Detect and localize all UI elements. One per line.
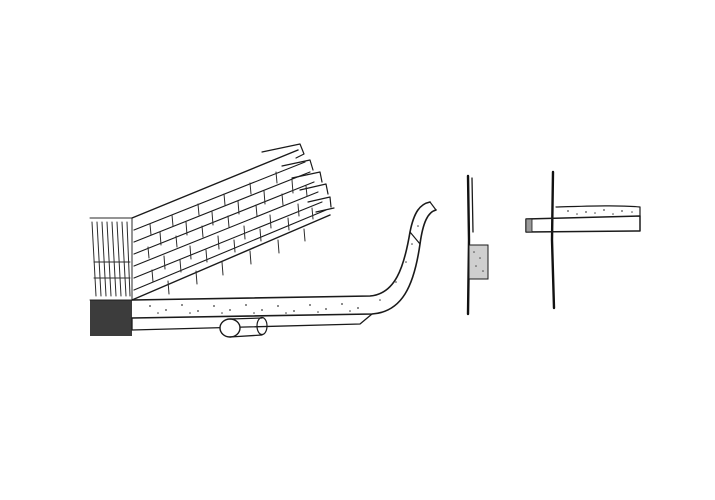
stone-courses xyxy=(133,161,327,291)
wall-section-left xyxy=(466,174,489,316)
support-roller xyxy=(219,316,268,338)
cantilever-slab xyxy=(525,205,641,233)
stone-wall-perspective xyxy=(89,143,335,336)
wall-section-right xyxy=(550,170,556,310)
wall-base-shadow xyxy=(90,300,132,336)
stone-joints xyxy=(147,171,314,295)
stone-wall-ends xyxy=(261,143,335,213)
section-left-stub xyxy=(468,244,489,280)
wall-end-face xyxy=(89,217,133,301)
curved-slab xyxy=(131,201,437,331)
cantilever-end-block xyxy=(525,218,533,233)
slab-stipple xyxy=(149,225,419,314)
